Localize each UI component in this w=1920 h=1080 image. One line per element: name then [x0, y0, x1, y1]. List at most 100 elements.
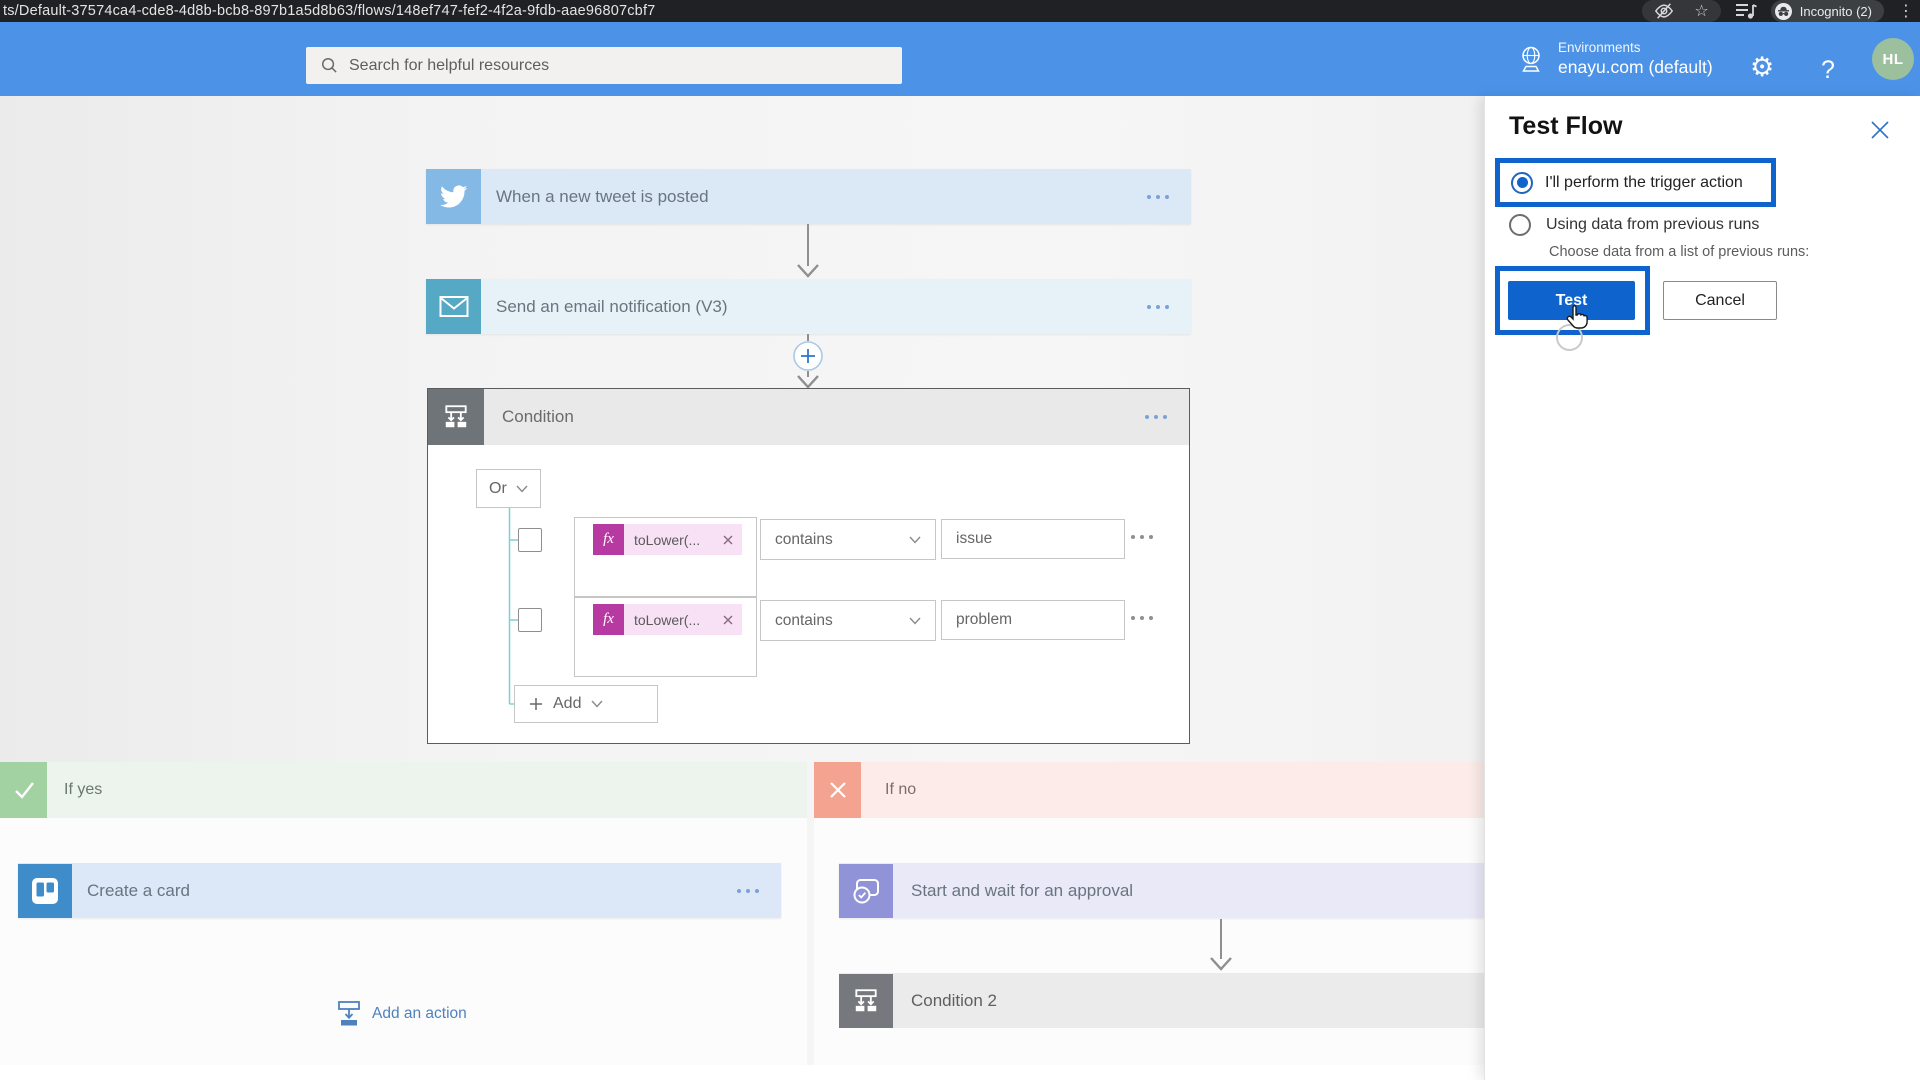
twitter-icon	[426, 169, 481, 224]
click-ripple	[1556, 324, 1583, 351]
trigger-option-highlight: I'll perform the trigger action	[1495, 158, 1776, 207]
browser-actions: ☆ Incognito (2) ⋮	[1642, 0, 1914, 22]
help-icon[interactable]: ?	[1821, 56, 1835, 84]
condition2-card[interactable]: Condition 2	[839, 973, 1484, 1028]
remove-expression-icon[interactable]	[723, 535, 733, 545]
insert-step-connector[interactable]	[790, 334, 826, 390]
more-options-icon[interactable]	[737, 888, 759, 893]
row-more-options-icon[interactable]	[1131, 616, 1153, 620]
expression-text: toLower(...	[634, 611, 701, 628]
if-yes-branch-header: If yes	[0, 762, 807, 818]
if-no-branch-header: If no	[814, 762, 1484, 818]
remove-expression-icon[interactable]	[723, 615, 733, 625]
card-title: Condition	[502, 407, 574, 426]
operator-dropdown[interactable]: contains	[760, 600, 936, 641]
bookmark-star-icon[interactable]: ☆	[1694, 1, 1709, 20]
expression-chip[interactable]: fx toLower(...	[593, 604, 742, 635]
card-title: Send an email notification (V3)	[496, 296, 728, 316]
plus-icon	[530, 698, 542, 710]
previous-runs-option[interactable]: Using data from previous runs	[1509, 214, 1759, 236]
incognito-spy-icon	[1774, 2, 1792, 20]
condition-block: Condition Or fx toLower(...	[427, 388, 1190, 744]
close-icon[interactable]	[1869, 119, 1891, 141]
search-icon	[320, 56, 339, 75]
cancel-button[interactable]: Cancel	[1663, 281, 1777, 320]
radio-unselected-icon[interactable]	[1509, 214, 1531, 236]
kebab-menu-icon[interactable]: ⋮	[1898, 1, 1914, 20]
test-button[interactable]: Test	[1508, 281, 1635, 320]
environment-picker[interactable]: Environments enayu.com (default)	[1516, 32, 1713, 86]
reading-list-icon[interactable]	[1735, 1, 1757, 21]
radio-option-label: Using data from previous runs	[1546, 216, 1760, 233]
chevron-down-icon	[909, 617, 921, 625]
join-operator-value: Or	[489, 479, 507, 497]
environments-label: Environments	[1558, 40, 1641, 55]
card-title: Create a card	[87, 880, 190, 900]
trigger-card-twitter[interactable]: When a new tweet is posted	[426, 169, 1191, 224]
more-options-icon[interactable]	[1147, 304, 1169, 309]
cross-icon	[814, 762, 861, 818]
canvas-bottom	[0, 1065, 1920, 1080]
condition-icon	[428, 389, 484, 445]
if-yes-region	[0, 818, 807, 1065]
operator-value: contains	[775, 530, 833, 548]
row-checkbox[interactable]	[518, 528, 542, 552]
radio-option-label[interactable]: I'll perform the trigger action	[1545, 173, 1743, 191]
cursor-icon	[1565, 303, 1591, 336]
checkmark-icon	[0, 762, 47, 818]
operator-value: contains	[775, 611, 833, 629]
incognito-badge[interactable]: Incognito (2)	[1770, 0, 1884, 22]
row-more-options-icon[interactable]	[1131, 535, 1153, 539]
radio-selected-icon[interactable]	[1511, 171, 1533, 194]
add-condition-button[interactable]: Add	[514, 685, 658, 723]
search-box[interactable]	[306, 47, 902, 84]
browser-bar: ts/Default-37574ca4-cde8-4d8b-bcb8-897b1…	[0, 0, 1920, 22]
expression-text: toLower(...	[634, 531, 701, 548]
operator-dropdown[interactable]: contains	[760, 519, 936, 560]
avatar[interactable]: HL	[1872, 38, 1914, 80]
address-bar[interactable]: ts/Default-37574ca4-cde8-4d8b-bcb8-897b1…	[3, 3, 656, 19]
address-bar-actions: ☆	[1642, 0, 1721, 22]
previous-runs-hint: Choose data from a list of previous runs…	[1549, 244, 1810, 260]
join-operator-dropdown[interactable]: Or	[476, 469, 541, 508]
value-text: problem	[956, 611, 1012, 628]
search-input[interactable]	[349, 56, 869, 75]
environment-name: enayu.com (default)	[1558, 57, 1713, 77]
condition-icon	[839, 973, 893, 1028]
operand-field[interactable]: fx toLower(...	[574, 517, 757, 597]
action-card-trello[interactable]: Create a card	[18, 863, 781, 918]
branch-label: If no	[885, 781, 917, 798]
eye-off-icon[interactable]	[1654, 1, 1674, 21]
row-checkbox[interactable]	[518, 608, 542, 632]
operand-field[interactable]: fx toLower(...	[574, 597, 757, 677]
chevron-down-icon	[909, 536, 921, 544]
more-options-icon[interactable]	[1145, 415, 1167, 419]
value-input[interactable]: issue	[941, 519, 1125, 559]
value-input[interactable]: problem	[941, 600, 1125, 640]
card-title: When a new tweet is posted	[496, 186, 709, 206]
more-options-icon[interactable]	[1147, 194, 1169, 199]
action-card-approval[interactable]: Start and wait for an approval	[839, 863, 1484, 918]
fx-icon: fx	[593, 524, 624, 555]
action-card-email[interactable]: Send an email notification (V3)	[426, 279, 1191, 334]
condition-header[interactable]: Condition	[428, 389, 1189, 445]
chevron-down-icon	[516, 485, 528, 493]
test-flow-panel: Test Flow I'll perform the trigger actio…	[1484, 96, 1920, 1080]
add-action-link[interactable]: Add an action	[336, 1000, 467, 1027]
chevron-down-icon	[591, 700, 603, 708]
panel-title: Test Flow	[1509, 112, 1623, 140]
environment-globe-icon	[1516, 44, 1546, 74]
add-action-icon	[338, 1001, 360, 1026]
add-action-label: Add an action	[372, 1004, 467, 1022]
branch-label: If yes	[64, 781, 103, 798]
card-title: Condition 2	[911, 990, 998, 1010]
fx-icon: fx	[593, 604, 624, 635]
incognito-label: Incognito (2)	[1799, 3, 1872, 19]
app-header: Environments enayu.com (default) ⚙ ? HL	[0, 22, 1920, 96]
connector-arrow	[1210, 919, 1232, 971]
connector-arrow	[797, 224, 819, 278]
gear-icon[interactable]: ⚙	[1750, 52, 1775, 83]
card-title: Start and wait for an approval	[911, 880, 1134, 900]
expression-chip[interactable]: fx toLower(...	[593, 524, 742, 555]
